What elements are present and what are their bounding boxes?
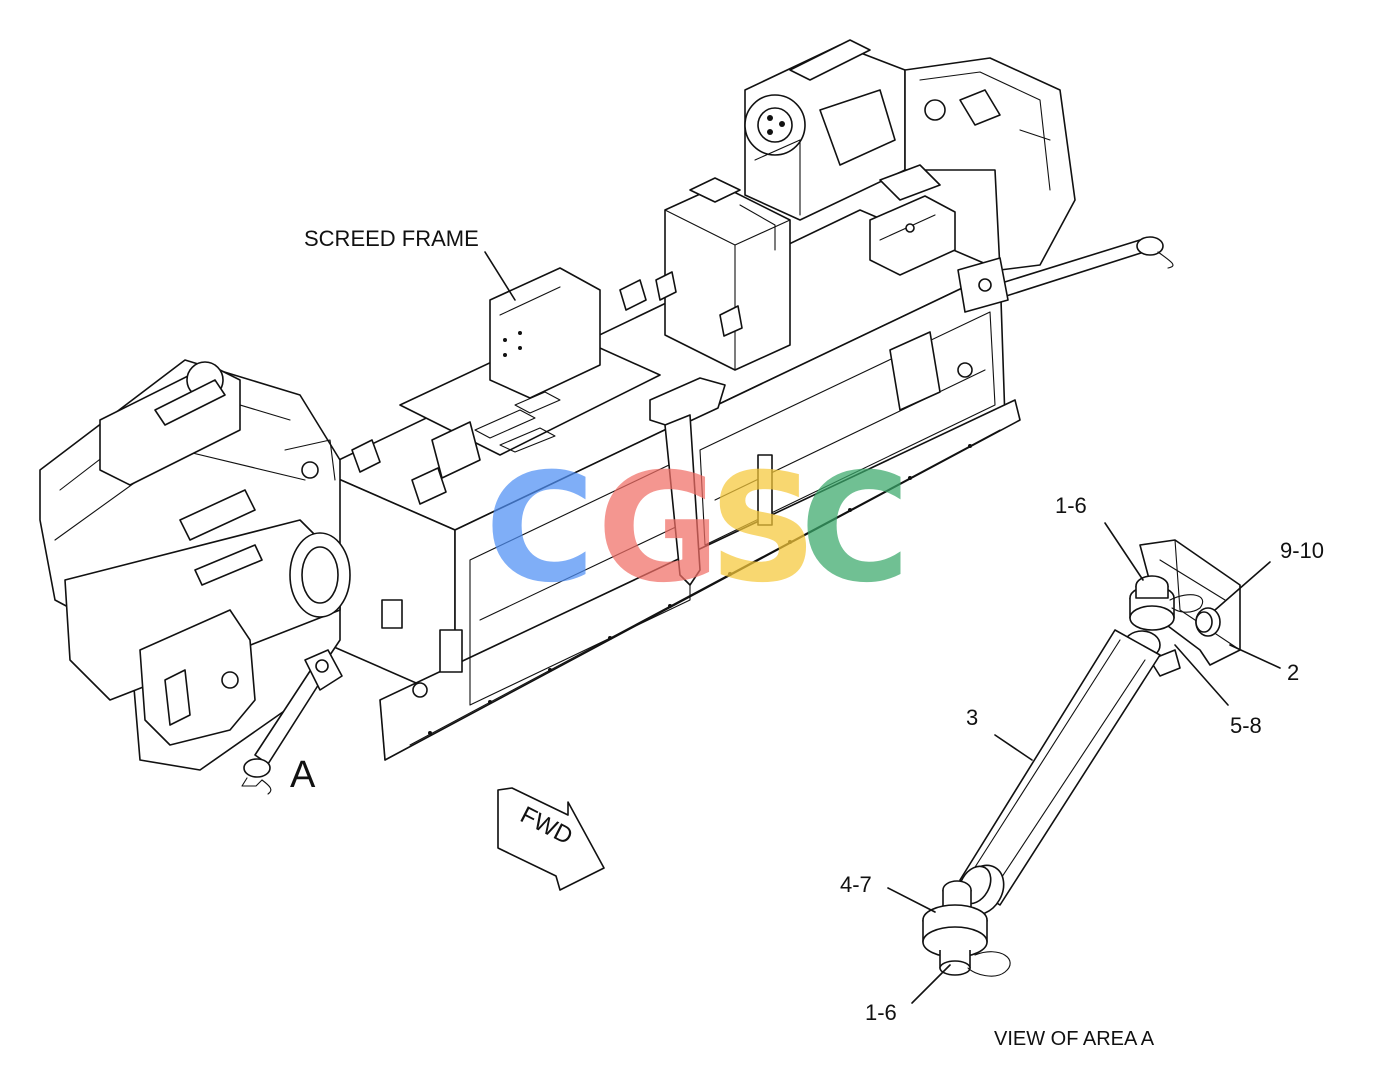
cgsc-watermark: C G S C	[485, 442, 910, 616]
view-of-area-a	[922, 539, 1241, 977]
area-a-marker: A	[290, 754, 316, 796]
callout-2: 2	[1287, 660, 1299, 685]
callout-9-10: 9-10	[1280, 538, 1324, 563]
watermark-letter-2: G	[597, 442, 720, 616]
beam-knobs	[351, 271, 743, 505]
front-end-assembly	[39, 359, 351, 771]
callout-4-7: 4-7	[840, 872, 872, 897]
screed-frame-label: SCREED FRAME	[304, 226, 479, 251]
leader-lines	[484, 251, 1281, 1004]
area-a-strut-main	[241, 649, 343, 795]
callout-1-6-bottom: 1-6	[865, 1000, 897, 1025]
callout-1-6-top: 1-6	[1055, 493, 1087, 518]
skirt-rivets	[428, 444, 972, 735]
rear-tower-casting	[744, 39, 1076, 271]
callout-3: 3	[966, 705, 978, 730]
watermark-letter-3: S	[709, 442, 817, 616]
screed-frame-assembly	[317, 177, 1021, 761]
view-title: VIEW OF AREA A	[994, 1028, 1155, 1050]
callout-5-8: 5-8	[1230, 713, 1262, 738]
watermark-letter-4: C	[800, 442, 910, 616]
labels: SCREED FRAME A 1-6 9-10 2 5-8 3 4-7 1-6 …	[290, 226, 1324, 1050]
watermark-letter-1: C	[485, 442, 595, 616]
fwd-arrow: FWD	[497, 787, 605, 891]
upper-right-strut	[957, 236, 1174, 313]
